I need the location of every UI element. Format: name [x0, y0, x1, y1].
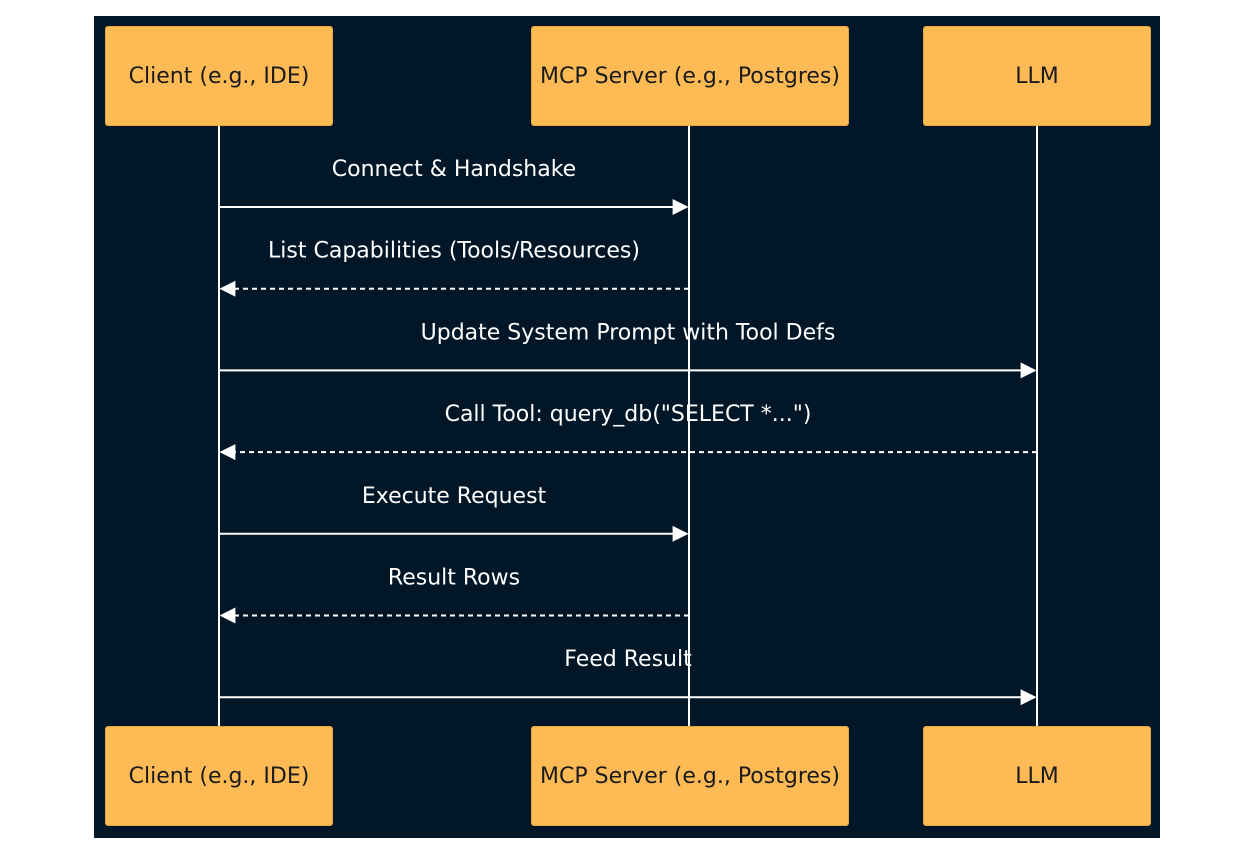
- participant-client-top: Client (e.g., IDE): [105, 26, 333, 126]
- participant-server-top: MCP Server (e.g., Postgres): [531, 26, 849, 126]
- participant-llm-top: LLM: [923, 26, 1151, 126]
- message-label-1: Connect & Handshake: [332, 157, 576, 182]
- participant-llm-bottom: LLM: [923, 726, 1151, 826]
- participant-server-bottom: MCP Server (e.g., Postgres): [531, 726, 849, 826]
- message-label-7: Feed Result: [564, 647, 692, 672]
- message-label-2: List Capabilities (Tools/Resources): [268, 239, 640, 264]
- participant-client-bottom: Client (e.g., IDE): [105, 726, 333, 826]
- message-label-6: Result Rows: [388, 566, 520, 591]
- message-label-4: Call Tool: query_db("SELECT *..."): [445, 402, 812, 427]
- message-label-3: Update System Prompt with Tool Defs: [421, 320, 836, 345]
- message-label-5: Execute Request: [362, 484, 547, 509]
